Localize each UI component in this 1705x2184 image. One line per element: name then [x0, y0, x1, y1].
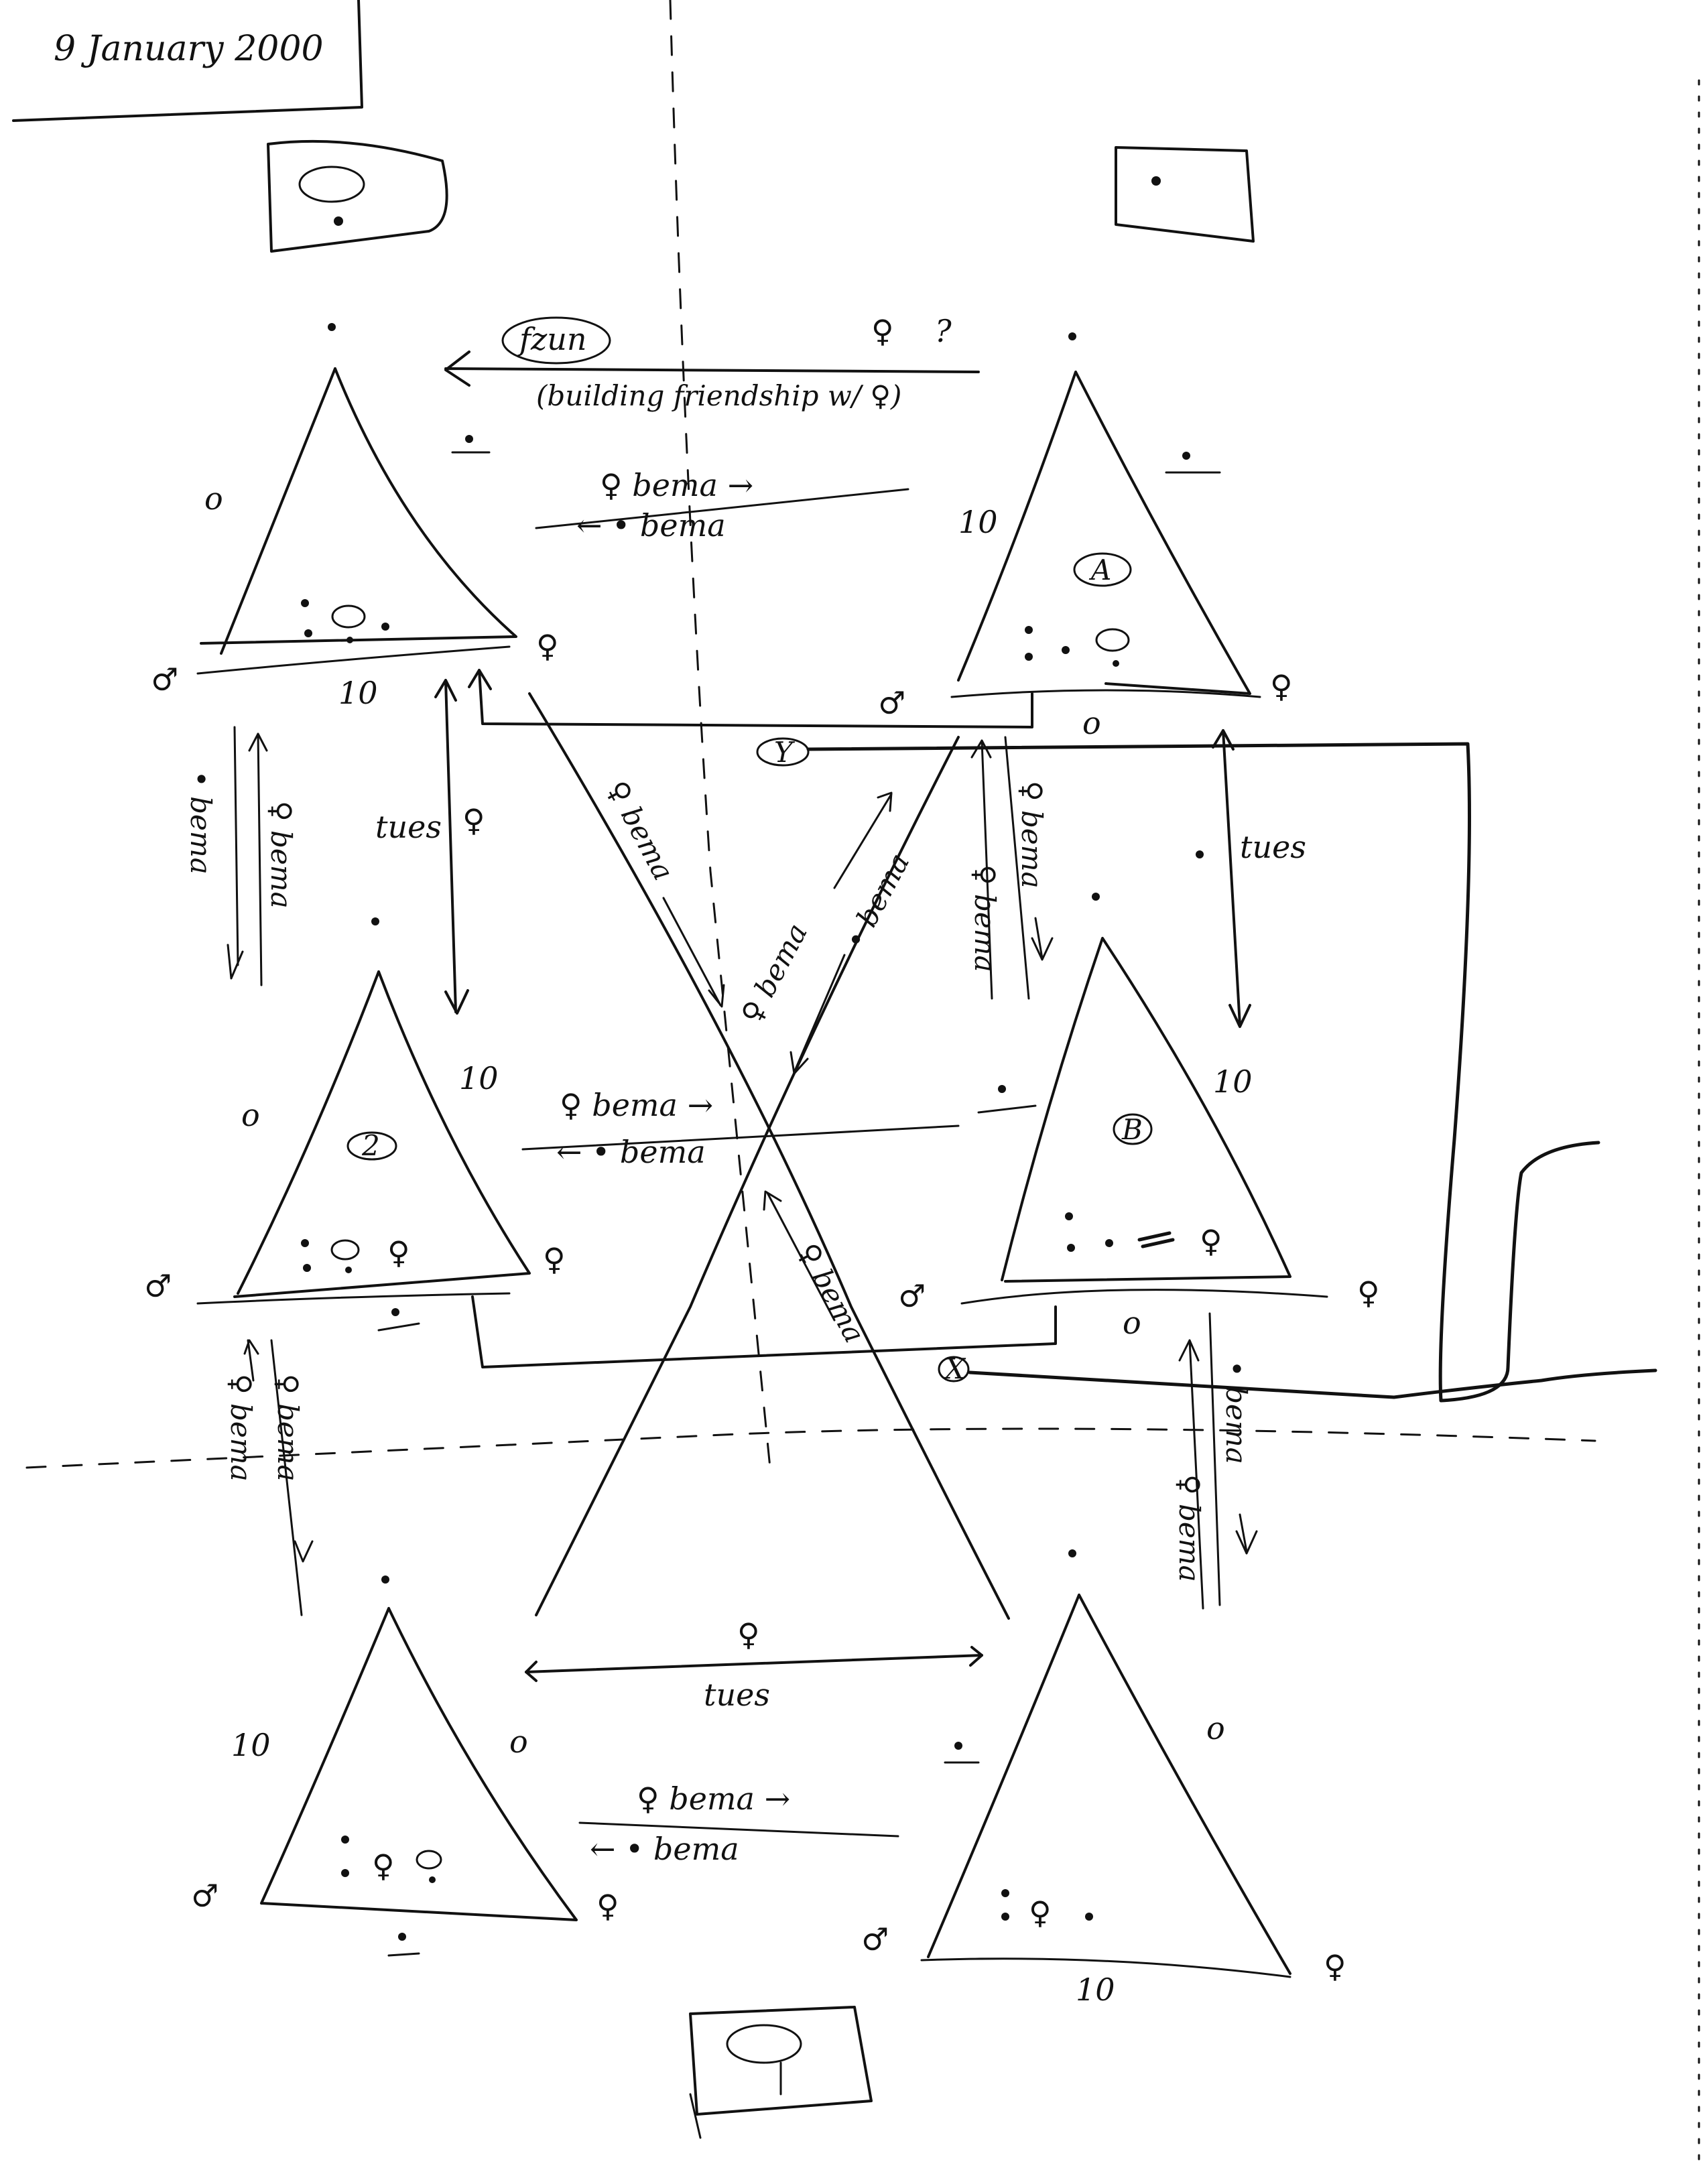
fzun-arrow: fzun (building friendship w/ ♀) ♀ ? [446, 313, 978, 412]
male-symbol: ♂ [144, 1268, 172, 1304]
bema-label: ← • bema [556, 1134, 706, 1170]
box-bottom [690, 2007, 871, 2138]
ten-label: 10 [1213, 1064, 1253, 1100]
ten-label: 10 [459, 1060, 499, 1096]
bema-label: ♀ bema [601, 775, 680, 886]
bema-label: ♀ bema [1015, 781, 1048, 889]
bema-pair-bottom: ♀ bema → ← • bema [580, 1781, 898, 1867]
bema-label: ♀ bema [1173, 1474, 1206, 1582]
bema-label: ♀ bema → [600, 467, 753, 503]
triangle-top-left: o ♂ ♀ 10 [151, 323, 559, 711]
female-symbol: ♀ [372, 1848, 395, 1884]
bema-label: ♀ bema [225, 1374, 257, 1482]
bema-vertical-right-bottom: • bema ♀ bema [1173, 1313, 1257, 1608]
Y-connector: Y [757, 736, 1598, 1401]
ellipse-label-Y: Y [774, 736, 796, 769]
bema-label: ♀ bema → [637, 1781, 790, 1817]
tues-label: tues [1240, 829, 1306, 865]
tues-right: tues [1196, 730, 1306, 1027]
female-symbol: ♀ [1200, 1223, 1222, 1259]
bracket-top [469, 670, 1032, 727]
bema-label: ♀ bema → [560, 1087, 713, 1123]
male-symbol: ♂ [151, 661, 178, 698]
center-divider [670, 0, 771, 1474]
male-symbol: ♂ [861, 1921, 889, 1957]
bema-label: • bema [1220, 1360, 1253, 1464]
box-top-left [268, 141, 447, 251]
ellipse-label-A: A [1088, 554, 1111, 586]
bema-label: • bema [184, 771, 217, 875]
female-symbol: ♀ [1029, 1894, 1052, 1931]
female-symbol: ♀ [1270, 668, 1293, 704]
date-box: 9 January 2000 [13, 0, 362, 121]
female-symbol: ♀ [596, 1888, 619, 1924]
male-symbol: ♂ [898, 1278, 926, 1314]
tues-left: tues ♀ [375, 680, 485, 1013]
bema-vertical-right-top: ♀ bema ♀ bema [968, 737, 1052, 999]
triangle-bottom-left: 10 o ♀ ♂ ♀ [191, 1576, 619, 1955]
question-mark: ? [935, 313, 952, 349]
ellipse-label-X: X [943, 1352, 966, 1385]
bema-label: ♀ bema [968, 864, 1001, 972]
ten-label: 10 [338, 675, 378, 711]
ellipse-label-2: 2 [361, 1129, 380, 1162]
bracket-middle [472, 1297, 1056, 1367]
ten-label: 10 [231, 1727, 271, 1763]
female-symbol: ♀ [462, 802, 485, 838]
triangle-2: o 10 2 ♀ ♂ ♀ [144, 917, 566, 1330]
diagonal-bema-arrows: ♀ bema ♀ bema • bema ♀ bema [601, 775, 915, 1348]
bema-label: ♀ bema [271, 1374, 304, 1482]
ten-label: 10 [958, 504, 998, 540]
female-symbol: ♀ [871, 313, 894, 349]
building-friendship-label: (building friendship w/ ♀) [536, 379, 901, 412]
bema-pair-top: ♀ bema → ← • bema [536, 467, 908, 543]
bema-vertical-left-top: • bema ♀ bema [184, 727, 298, 985]
horizontal-divider [27, 1429, 1595, 1468]
female-symbol: ♀ [1324, 1948, 1346, 1984]
bema-label: ♀ bema [265, 801, 298, 909]
tues-bottom: ♀ tues [526, 1616, 982, 1713]
female-symbol: ♀ [536, 628, 559, 664]
box-top-right [1116, 147, 1253, 241]
bema-label: ♀ bema [735, 918, 814, 1029]
zero-label: o [509, 1724, 528, 1760]
X-connector: X [939, 1352, 1655, 1397]
fzun-label: fzun [517, 321, 587, 357]
zero-label: o [204, 480, 223, 517]
male-symbol: ♂ [191, 1878, 218, 1914]
female-symbol: ♀ [1357, 1275, 1380, 1311]
bema-pair-middle: ♀ bema → ← • bema [523, 1087, 958, 1170]
female-symbol: ♀ [387, 1234, 410, 1271]
bema-vertical-left-bottom: ♀ bema ♀ bema [225, 1340, 312, 1615]
bema-label: ← • bema [590, 1831, 739, 1867]
date-label: 9 January 2000 [54, 29, 324, 69]
zero-label: o [241, 1097, 260, 1133]
tues-label: tues [704, 1677, 770, 1713]
tues-label: tues [375, 809, 442, 845]
female-symbol: ♀ [737, 1616, 760, 1653]
zero-label: o [1123, 1305, 1141, 1341]
female-symbol: ♀ [543, 1241, 566, 1277]
bema-label: ♀ bema [792, 1238, 871, 1348]
bema-label: ← • bema [576, 507, 726, 543]
zero-label: o [1206, 1710, 1225, 1746]
triangle-bottom-right: o ♀ ♂ ♀ 10 [861, 1549, 1346, 2008]
male-symbol: ♂ [878, 685, 905, 721]
zero-label: o [1082, 705, 1101, 741]
triangle-A: 10 A ♂ ♀ o [878, 332, 1293, 741]
ellipse-label-B: B [1121, 1113, 1143, 1146]
ten-label: 10 [1076, 1972, 1115, 2008]
